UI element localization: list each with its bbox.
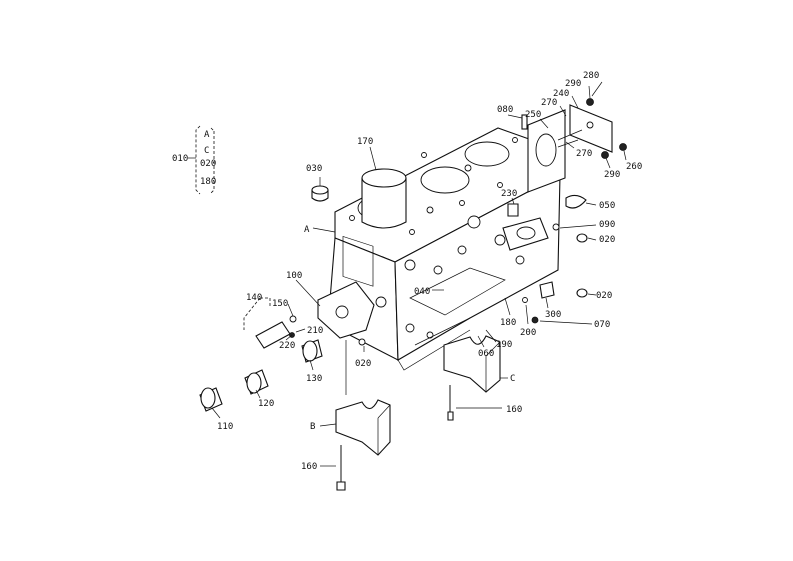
callout-label: 270 — [541, 98, 557, 108]
legend-020: 020 — [200, 159, 216, 169]
legend-bracket: A C 010 020 180 — [172, 125, 216, 195]
callout-label: 210 — [307, 326, 323, 336]
legend-label-a: A — [204, 130, 210, 140]
legend-label-c: C — [204, 146, 209, 156]
callout-label: 110 — [217, 422, 233, 432]
callout-label: 170 — [357, 137, 373, 147]
callout-label: 020 — [599, 235, 615, 245]
callout-label: 140 — [246, 293, 262, 303]
plug-050 — [565, 194, 587, 209]
callout-label: 040 — [414, 287, 430, 297]
callout-label: 020 — [355, 359, 371, 369]
callout-label: 080 — [497, 105, 513, 115]
oil-filter-bracket — [502, 203, 549, 251]
callout-label: 120 — [258, 399, 274, 409]
callout-label: 180 — [500, 318, 516, 328]
callout-label: 050 — [599, 201, 615, 211]
callout-labels: 030 170 080 250 270 240 290 280 270 260 … — [217, 71, 642, 472]
small-plugs-right — [522, 223, 588, 324]
callout-label: 280 — [583, 71, 599, 81]
bearing-cap-c — [443, 335, 501, 421]
rear-plate — [521, 98, 627, 193]
leader-lines — [211, 81, 627, 467]
callout-label: 290 — [604, 170, 620, 180]
callout-label: 150 — [272, 299, 288, 309]
legend-180: 180 — [200, 177, 216, 187]
callout-label: 300 — [545, 310, 561, 320]
callout-label: 220 — [279, 341, 295, 351]
bushings — [199, 315, 323, 412]
callout-label: 020 — [596, 291, 612, 301]
callout-label: 130 — [306, 374, 322, 384]
callout-label: 260 — [626, 162, 642, 172]
callout-label: 160 — [506, 405, 522, 415]
callout-label: 060 — [478, 349, 494, 359]
legend-group-010: 010 — [172, 154, 188, 164]
front-plate — [317, 281, 375, 346]
bearing-cap-b — [335, 399, 391, 491]
callout-label: 190 — [496, 340, 512, 350]
cylinder-sleeve — [361, 168, 407, 229]
callout-label: 070 — [594, 320, 610, 330]
callout-label: 090 — [599, 220, 615, 230]
callout-label: 250 — [525, 110, 541, 120]
callout-label: 030 — [306, 164, 322, 174]
callout-label: C — [510, 374, 515, 384]
callout-label: B — [310, 422, 315, 432]
callout-label: 290 — [565, 79, 581, 89]
callout-label: A — [304, 225, 310, 235]
callout-label: 270 — [576, 149, 592, 159]
callout-label: 160 — [301, 462, 317, 472]
callout-label: 230 — [501, 189, 517, 199]
callout-label: 100 — [286, 271, 302, 281]
callout-label: 200 — [520, 328, 536, 338]
plug-030 — [311, 185, 329, 202]
callout-label: 240 — [553, 89, 569, 99]
